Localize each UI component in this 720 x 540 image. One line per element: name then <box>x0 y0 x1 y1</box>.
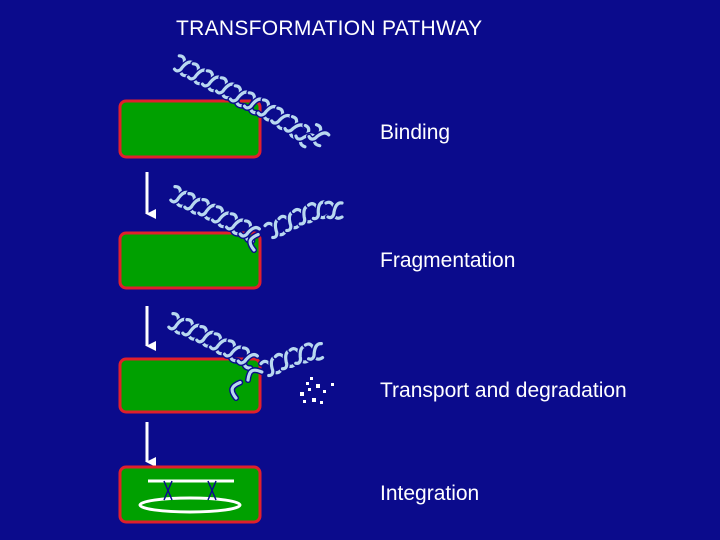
cell-fragmentation <box>118 231 262 290</box>
chromosome-integration-icon <box>138 479 242 514</box>
step-label-binding: Binding <box>380 121 451 144</box>
step-label-transport-degradation: Transport and degradation <box>380 379 627 402</box>
cell-integration <box>118 465 262 524</box>
step-label-fragmentation: Fragmentation <box>380 249 516 272</box>
cell-binding <box>118 99 262 159</box>
degraded-dna-fragments <box>300 377 334 404</box>
slide-title: TRANSFORMATION PATHWAY <box>176 17 483 40</box>
cell-transport <box>118 357 262 414</box>
step-label-integration: Integration <box>380 482 480 505</box>
